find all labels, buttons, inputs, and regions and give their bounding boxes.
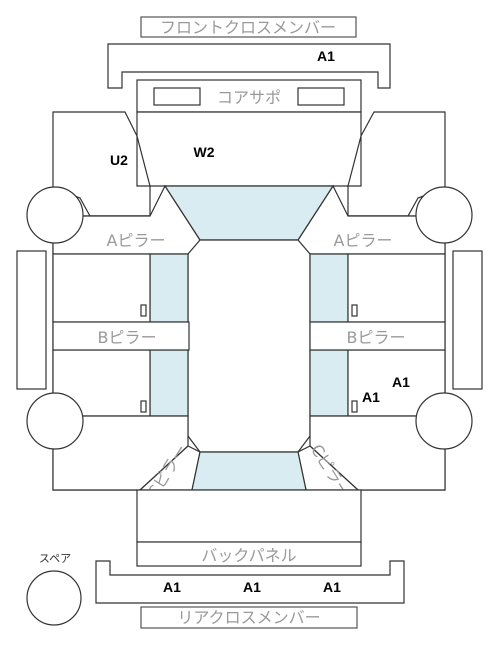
a-pillar-left-label: Aピラー — [107, 231, 166, 250]
left-front-door-glass — [149, 253, 189, 323]
right-front-door-handle — [351, 304, 358, 317]
b-pillar-left-label: Bピラー — [98, 328, 157, 347]
trunk-lid[interactable] — [136, 489, 362, 543]
right-rear-door-handle — [351, 400, 358, 413]
rear-left-wheel[interactable] — [26, 392, 84, 450]
rear-cross-member-label: リアクロスメンバー — [177, 608, 320, 627]
core-support-center-code: W2 — [194, 144, 215, 160]
rear-cross-right-code: A1 — [323, 579, 341, 595]
b-pillar-right[interactable] — [309, 321, 446, 351]
left-front-door[interactable] — [52, 253, 151, 323]
front-cross-member-code: A1 — [317, 48, 335, 64]
right-front-door[interactable] — [347, 253, 446, 323]
left-front-door-handle — [140, 304, 147, 317]
back-panel-label: バックパネル — [201, 546, 296, 565]
front-cross-member-label: フロントクロスメンバー — [160, 18, 336, 37]
spare-label: スペア — [39, 552, 71, 565]
right-side-sill[interactable] — [452, 250, 483, 390]
spare-tire[interactable] — [26, 570, 82, 626]
right-rear-lower-code: A1 — [362, 389, 380, 405]
rear-cross-member-label-box — [140, 606, 358, 629]
right-rear-upper-code: A1 — [392, 374, 410, 390]
rear-right-wheel[interactable] — [415, 392, 473, 450]
front-cross-member[interactable] — [107, 43, 391, 89]
roof[interactable] — [187, 239, 311, 453]
core-support-right-slot — [297, 87, 345, 106]
front-cross-member-label-box — [140, 16, 357, 38]
left-rear-door-handle — [140, 400, 147, 413]
rear-cross-center-code: A1 — [243, 579, 261, 595]
b-pillar-left[interactable] — [52, 321, 190, 351]
rear-window — [191, 451, 307, 491]
core-support-left-slot — [153, 87, 201, 106]
back-panel[interactable] — [136, 541, 362, 567]
rear-cross-member[interactable] — [95, 560, 405, 604]
left-rear-door-glass — [149, 349, 189, 417]
a-pillar-right-label: Aピラー — [334, 231, 393, 250]
front-right-wheel[interactable] — [415, 186, 473, 244]
core-support-label: コアサポ — [217, 88, 281, 107]
b-pillar-right-label: Bピラー — [347, 328, 406, 347]
right-front-door-glass — [309, 253, 349, 323]
core-support-left-code: U2 — [110, 152, 128, 168]
left-side-sill[interactable] — [16, 250, 47, 390]
hood[interactable] — [136, 111, 362, 187]
rear-cross-left-code: A1 — [163, 579, 181, 595]
front-left-wheel[interactable] — [26, 186, 84, 244]
right-rear-door-glass — [309, 349, 349, 417]
